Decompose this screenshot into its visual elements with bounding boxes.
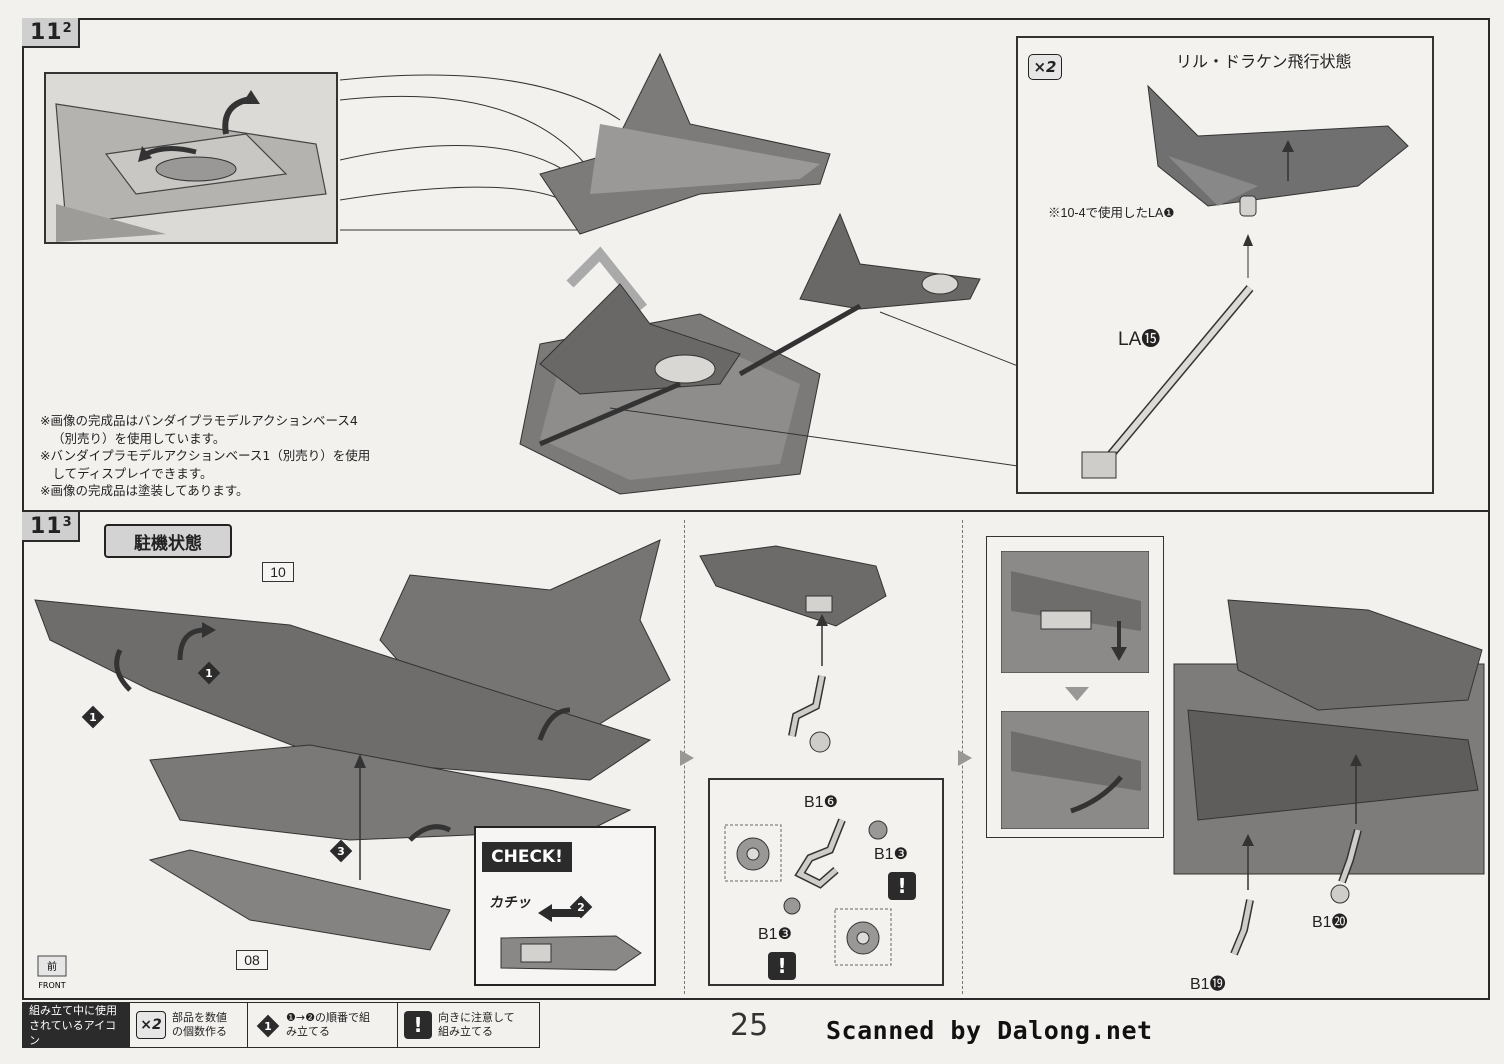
note-line: してディスプレイできます。 — [40, 465, 213, 481]
gear-door-fold-sequence — [986, 536, 1164, 838]
legend-item-orientation: ! 向きに注意して組み立てる — [398, 1002, 540, 1048]
svg-text:1: 1 — [205, 667, 213, 680]
legend-item-quantity: ×2 部品を数値の個数作る — [130, 1002, 248, 1048]
svg-text:2: 2 — [577, 901, 585, 914]
wheel-orientation-icon — [724, 824, 782, 882]
door-open-illustration — [1001, 551, 1149, 673]
b1-parts-callout: B1❻ B1❸ B1❸ ! ! — [708, 778, 944, 986]
fighter-on-action-base-illustration — [519, 52, 981, 495]
part-b1-3-label: B1❸ — [758, 926, 792, 943]
push-arrow-icon — [538, 904, 582, 922]
part-b1-20-label: B1⓴ — [1312, 914, 1348, 931]
step-order-diamond-icon: 1 — [256, 1014, 280, 1038]
svg-text:前: 前 — [47, 960, 57, 973]
svg-text:FRONT: FRONT — [38, 981, 65, 990]
door-closed-illustration — [1001, 711, 1149, 829]
step-2-diamond-icon: 2 — [569, 895, 593, 919]
note-line: ※バンダイプラモデルアクションベース1（別売り）を使用 — [40, 448, 371, 463]
step-sub-number: 2 — [62, 20, 72, 36]
b1-landing-strut-illustration — [783, 818, 888, 915]
legend-item-order: 1 ❶→❷の順番で組み立てる — [248, 1002, 398, 1048]
next-arrow-icon — [680, 750, 694, 766]
part-la15-label: LA⓯ — [1118, 329, 1161, 350]
legend-item-text: ❶→❷の順番で組み立てる — [286, 1011, 370, 1038]
orientation-warning-icon: ! — [404, 1011, 432, 1039]
lil-draken-drone-illustration — [1147, 84, 1409, 207]
step-number: 11 — [30, 19, 63, 45]
reference-note: ※10-4で使用したLA❶ — [1048, 206, 1175, 220]
part-08-box: 08 — [236, 950, 268, 970]
wheel-orientation-icon — [834, 908, 892, 966]
nose-gear-illustration — [699, 545, 887, 753]
orientation-warning-icon: ! — [768, 952, 796, 980]
la15-stand-arm-illustration — [1081, 195, 1257, 479]
front-direction-icon: 前 FRONT — [37, 955, 67, 990]
part-b1-19-label: B1⓳ — [1190, 976, 1226, 993]
parked-state-badge: 駐機状態 — [104, 524, 232, 558]
connector-lines — [609, 311, 1019, 467]
legend-item-text: 向きに注意して組み立てる — [438, 1011, 515, 1038]
section-divider — [22, 510, 1490, 512]
icon-legend: 組み立て中に使用されているアイコン ×2 部品を数値の個数作る 1 ❶→❷の順番… — [22, 1002, 540, 1048]
note-line: ※画像の完成品は塗装してあります。 — [40, 483, 249, 498]
lil-draken-flight-panel: ×2 リル・ドラケン飛行状態 ※10-4で使用したLA❶ LA⓯ — [1016, 36, 1434, 494]
step-sub-number: 3 — [62, 514, 72, 530]
step-3-diamond-icon: 3 — [329, 839, 353, 863]
note-line: （別売り）を使用しています。 — [52, 430, 226, 446]
cockpit-detail-panel — [44, 72, 338, 244]
check-title: CHECK! — [482, 842, 572, 872]
legend-header: 組み立て中に使用されているアイコン — [22, 1002, 130, 1048]
click-sound-text: カチッ — [488, 894, 534, 910]
gear-door-detail-illustration — [500, 935, 642, 971]
quantity-x2-icon: ×2 — [136, 1011, 166, 1039]
part-10-box: 10 — [262, 562, 294, 582]
fighter-landing-gear-illustration — [34, 539, 671, 951]
scanner-credit: Scanned by Dalong.net — [826, 1016, 1153, 1045]
cockpit-detail-illustration — [46, 74, 336, 242]
legend-item-text: 部品を数値の個数作る — [172, 1011, 227, 1038]
svg-text:1: 1 — [89, 711, 97, 724]
part-b1-6-label: B1❻ — [804, 794, 838, 811]
step-1-diamond-icon: 1 — [197, 661, 221, 685]
step-number: 11 — [30, 513, 63, 539]
quantity-x2-icon: ×2 — [1028, 54, 1062, 80]
lil-draken-flight-title: リル・ドラケン飛行状態 — [1176, 54, 1352, 71]
page-number: 25 — [730, 1008, 769, 1043]
instruction-sheet-frame — [22, 18, 1490, 1000]
leader-lines — [339, 74, 621, 231]
step-1-diamond-icon: 1 — [81, 705, 105, 729]
part-b1-3-label: B1❸ — [874, 846, 908, 863]
note-line: ※画像の完成品はバンダイプラモデルアクションベース4 — [40, 413, 358, 428]
completed-product-notes: ※画像の完成品はバンダイプラモデルアクションベース4 （別売り）を使用しています… — [40, 412, 370, 500]
check-panel: CHECK! カチッ 2 — [474, 826, 656, 986]
main-gear-illustration — [1173, 599, 1485, 956]
down-arrow-icon — [1065, 687, 1089, 701]
svg-text:1: 1 — [264, 1020, 272, 1033]
svg-text:3: 3 — [337, 845, 345, 858]
next-arrow-icon — [958, 750, 972, 766]
orientation-warning-icon: ! — [888, 872, 916, 900]
